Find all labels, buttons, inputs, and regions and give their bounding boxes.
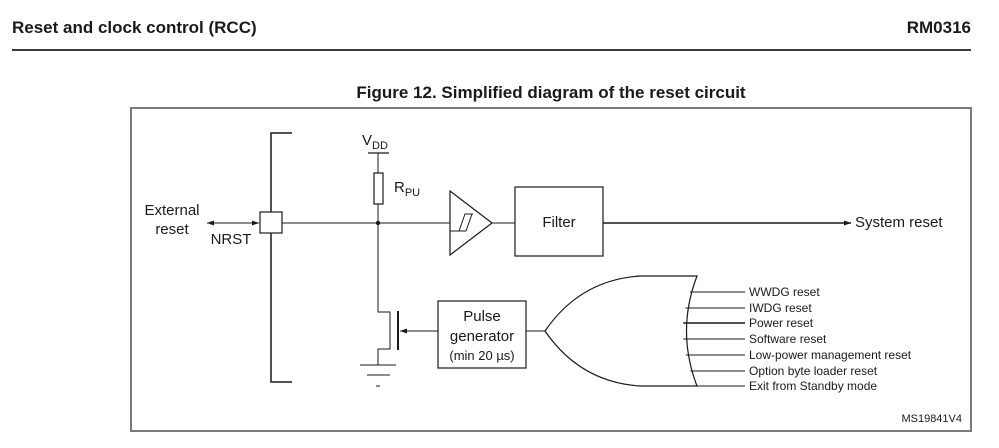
filter-block bbox=[514, 186, 604, 257]
rpu-label: RPU bbox=[394, 179, 420, 199]
chip-boundary bbox=[270, 132, 292, 383]
reset-source-label: Low-power management reset bbox=[749, 348, 912, 362]
pulse-generator-label-line1: Pulse bbox=[463, 308, 501, 325]
nrst-pad bbox=[259, 211, 283, 234]
figure-title: Figure 12. Simplified diagram of the res… bbox=[356, 83, 746, 102]
filter-label: Filter bbox=[542, 214, 575, 231]
vdd-label: VDD bbox=[362, 132, 388, 152]
schmitt-trigger-icon bbox=[449, 189, 493, 257]
reset-source-label: IWDG reset bbox=[749, 301, 812, 315]
external-reset-label-line1: External bbox=[144, 202, 199, 219]
pulse-generator-label-line3: (min 20 µs) bbox=[449, 348, 514, 363]
reset-source-label: WWDG reset bbox=[749, 285, 820, 299]
reset-source-label: Exit from Standby mode bbox=[749, 379, 877, 393]
nrst-label: NRST bbox=[211, 231, 252, 248]
mosfet-transistor bbox=[377, 223, 391, 365]
system-reset-label: System reset bbox=[855, 214, 943, 231]
reset-source-label: Option byte loader reset bbox=[749, 364, 878, 378]
reset-source-label: Power reset bbox=[749, 316, 814, 330]
section-title: Reset and clock control (RCC) bbox=[12, 18, 257, 37]
header-divider bbox=[12, 49, 971, 51]
pulse-generator-block bbox=[437, 300, 527, 369]
document-id: RM0316 bbox=[906, 18, 971, 37]
external-reset-label-line2: reset bbox=[155, 221, 189, 238]
figure-reference-code: MS19841V4 bbox=[901, 413, 962, 425]
figure-frame bbox=[130, 107, 972, 432]
ground-icon bbox=[360, 364, 396, 387]
pull-up-resistor bbox=[373, 172, 384, 205]
reset-source-label: Software reset bbox=[749, 332, 827, 346]
pulse-generator-label-line2: generator bbox=[450, 328, 514, 345]
or-gate-icon bbox=[544, 275, 698, 387]
